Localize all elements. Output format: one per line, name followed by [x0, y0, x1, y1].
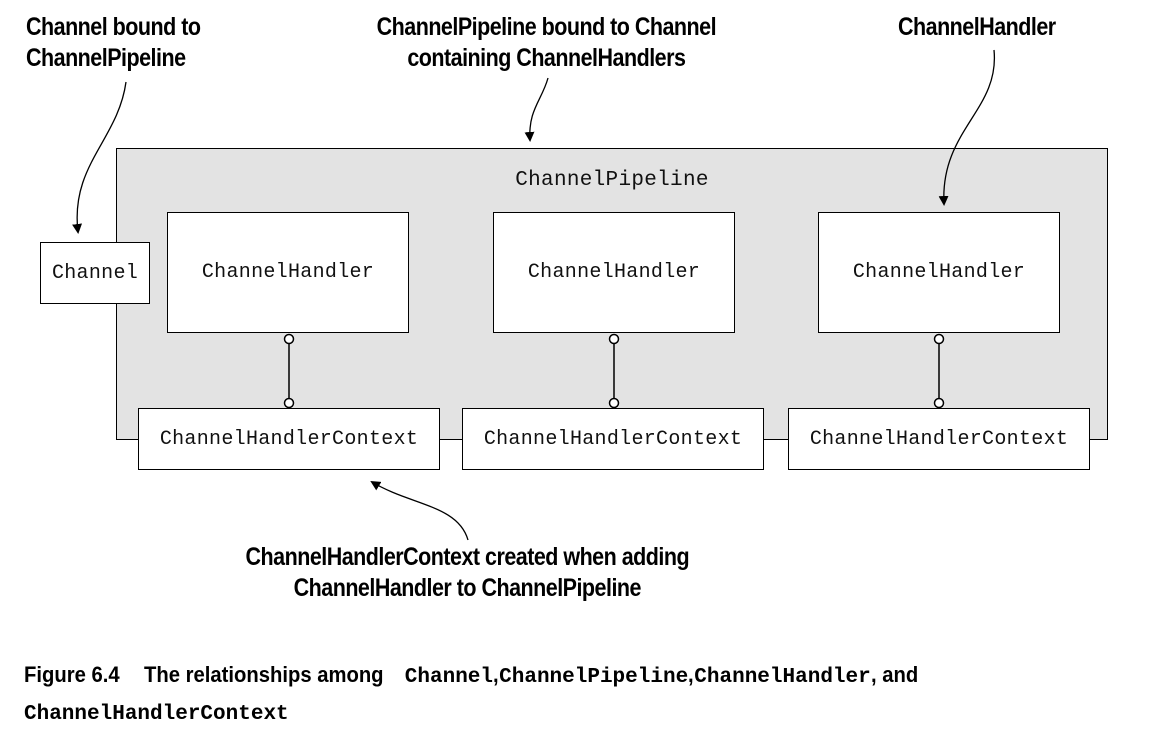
callout-handler: ChannelHandler [898, 12, 1056, 43]
arrow-pipeline-bound [524, 77, 549, 142]
context-box: ChannelHandlerContext [138, 408, 440, 470]
handler-label: ChannelHandler [852, 261, 1026, 284]
caption-separator: , [493, 662, 499, 687]
callout-line: ChannelPipeline [26, 44, 186, 72]
callout-line: ChannelHandler to ChannelPipeline [293, 574, 642, 602]
caption-text: The relationships among [144, 662, 384, 687]
callout-line: containing ChannelHandlers [407, 44, 686, 72]
callout-line: ChannelPipeline bound to Channel [376, 13, 717, 41]
caption-line: Figure 6.4 The relationships among Chann… [24, 658, 1144, 695]
caption-term: ChannelPipeline [499, 666, 689, 689]
caption-separator: , [688, 662, 694, 687]
arrow-context-created [370, 480, 469, 541]
context-box: ChannelHandlerContext [462, 408, 764, 470]
caption-separator: , and [870, 662, 918, 687]
handler-box: ChannelHandler [493, 212, 735, 333]
caption-line: ChannelHandlerContext [24, 695, 1144, 730]
callout-context-created: ChannelHandlerContext created when addin… [205, 542, 730, 604]
callout-channel-bound: Channel bound to ChannelPipeline [26, 12, 201, 74]
handler-box: ChannelHandler [167, 212, 409, 333]
figure-caption: Figure 6.4 The relationships among Chann… [24, 658, 1144, 730]
callout-line: Channel bound to [26, 13, 201, 41]
context-box: ChannelHandlerContext [788, 408, 1090, 470]
pipeline-label: ChannelPipeline [515, 169, 709, 192]
handler-label: ChannelHandler [201, 261, 375, 284]
context-label: ChannelHandlerContext [809, 427, 1069, 451]
callout-pipeline-bound: ChannelPipeline bound to Channel contain… [352, 12, 741, 74]
channel-label: Channel [51, 261, 139, 285]
channel-box: Channel [40, 242, 150, 304]
context-label: ChannelHandlerContext [159, 427, 419, 451]
caption-term: ChannelHandler [694, 666, 871, 689]
handler-box: ChannelHandler [818, 212, 1060, 333]
caption-term: ChannelHandlerContext [24, 703, 289, 726]
context-label: ChannelHandlerContext [483, 427, 743, 451]
callout-line: ChannelHandler [898, 13, 1056, 41]
caption-term: Channel [404, 666, 494, 689]
figure-label: Figure 6.4 [24, 662, 120, 687]
handler-label: ChannelHandler [527, 261, 701, 284]
callout-line: ChannelHandlerContext created when addin… [245, 543, 690, 571]
